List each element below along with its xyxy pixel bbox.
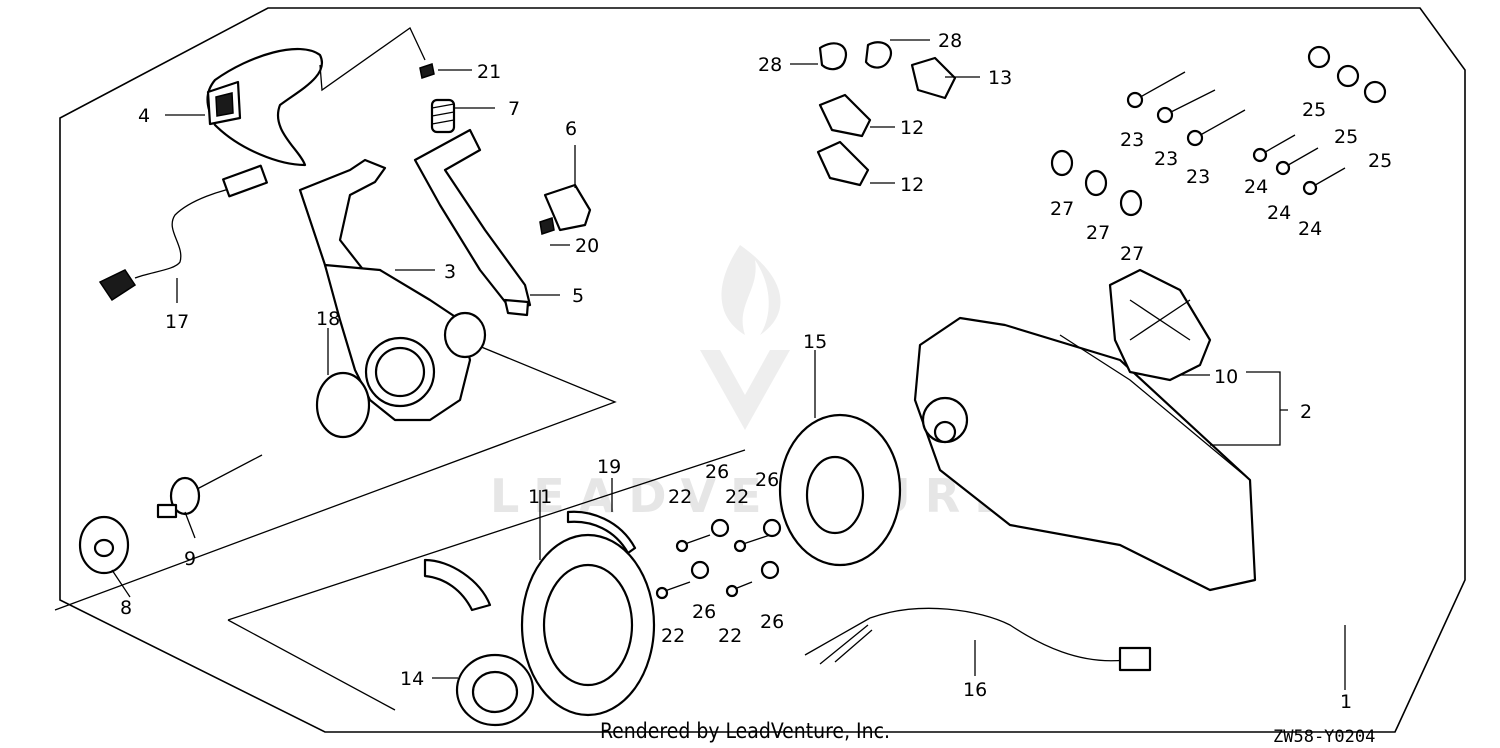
assembly-frame — [59, 7, 1466, 733]
callout-17: 17 — [165, 311, 189, 333]
handle-group-outline — [54, 329, 617, 611]
callout-26a: 26 — [705, 461, 729, 483]
callout-27a: 27 — [1050, 198, 1074, 220]
callout-12b: 12 — [900, 174, 924, 196]
callout-26d: 26 — [760, 611, 784, 633]
handle-grip-part — [206, 47, 324, 167]
callouts: 1 2 3 4 5 6 7 8 9 10 11 12 12 13 14 15 1… — [120, 30, 1392, 713]
callout-23b: 23 — [1154, 148, 1178, 170]
callout-23a: 23 — [1120, 129, 1144, 151]
gasket-part — [1108, 268, 1212, 382]
bracket-part — [543, 183, 592, 232]
callout-28a: 28 — [758, 54, 782, 76]
callout-9: 9 — [184, 548, 196, 570]
callout-5: 5 — [572, 285, 584, 307]
pad-part — [423, 558, 492, 612]
callout-22a: 22 — [668, 486, 692, 508]
drum-group-outline — [227, 449, 746, 711]
callout-10: 10 — [1214, 366, 1238, 388]
callout-16: 16 — [963, 679, 987, 701]
callout-15: 15 — [803, 331, 827, 353]
o-ring-part — [315, 371, 371, 439]
callout-24a: 24 — [1244, 176, 1268, 198]
shaft-part — [156, 454, 263, 519]
switch-wire-part — [98, 164, 268, 302]
callout-25a: 25 — [1302, 99, 1326, 121]
spacer-part — [566, 510, 637, 555]
lever-part — [413, 128, 532, 317]
callout-21: 21 — [477, 61, 501, 83]
render-credit: Rendered by LeadVenture, Inc. — [600, 719, 890, 743]
plate-part — [778, 413, 902, 567]
callout-6: 6 — [565, 118, 577, 140]
callout-27b: 27 — [1086, 222, 1110, 244]
callout-1: 1 — [1340, 691, 1352, 713]
callout-13: 13 — [988, 67, 1012, 89]
callout-7: 7 — [508, 98, 520, 120]
callout-8: 8 — [120, 597, 132, 619]
callout-26c: 26 — [692, 601, 716, 623]
callout-2: 2 — [1300, 401, 1312, 423]
callout-27c: 27 — [1120, 243, 1144, 265]
callout-3: 3 — [444, 261, 456, 283]
callout-20: 20 — [575, 235, 599, 257]
callout-22d: 22 — [718, 625, 742, 647]
hardware-set — [1050, 45, 1387, 217]
cap-part — [78, 515, 130, 575]
callout-4: 4 — [138, 105, 150, 127]
callout-24c: 24 — [1298, 218, 1322, 240]
wire-harness-part — [804, 607, 1152, 672]
leader-lines — [111, 27, 1346, 690]
callout-26b: 26 — [755, 469, 779, 491]
callout-22c: 22 — [661, 625, 685, 647]
callout-19: 19 — [597, 456, 621, 478]
screw-part — [419, 63, 555, 235]
callout-28b: 28 — [938, 30, 962, 52]
gear-ring-part — [455, 653, 535, 727]
callout-18: 18 — [316, 308, 340, 330]
callout-23c: 23 — [1186, 166, 1210, 188]
clips-part — [816, 41, 957, 187]
callout-25c: 25 — [1368, 150, 1392, 172]
callout-25b: 25 — [1334, 126, 1358, 148]
callout-12a: 12 — [900, 117, 924, 139]
small-screws-washers — [655, 518, 782, 600]
callout-11: 11 — [528, 486, 552, 508]
callout-24b: 24 — [1267, 202, 1291, 224]
drum-part — [520, 533, 656, 717]
spring-part — [430, 98, 456, 134]
control-housing-part — [913, 316, 1257, 592]
callout-14: 14 — [400, 668, 424, 690]
callout-22b: 22 — [725, 486, 749, 508]
diagram-code: ZW58-Y0204 — [1273, 727, 1375, 747]
